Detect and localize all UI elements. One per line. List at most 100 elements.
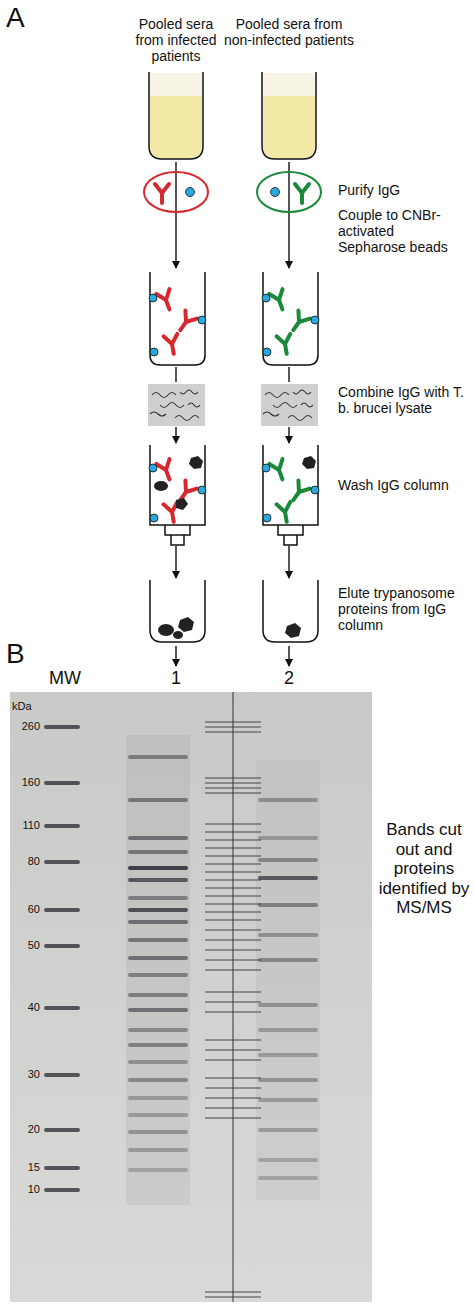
coupled-igg [262,289,319,356]
flow-line [288,367,289,382]
protein-band [128,1028,188,1032]
cut-mark [205,920,261,921]
coupling-tube [263,272,318,365]
protein-band [258,798,318,802]
bead [186,188,195,197]
wash-column [263,445,318,545]
lane-label: 1 [161,668,191,689]
cut-mark [205,793,261,794]
mw-value: 80 [6,855,40,868]
cut-mark [205,1297,261,1298]
flow-arrow [288,646,289,666]
protein-band [128,993,188,997]
cut-mark [205,1040,261,1041]
marker-band [44,1006,80,1010]
mw-value: 110 [6,819,40,832]
mw-value: 40 [6,1001,40,1014]
protein-band [258,1128,318,1132]
protein-band [128,798,188,802]
sample-tube: Pooled sera from infected patients [126,16,226,162]
protein-band [128,938,188,942]
protein-band [258,933,318,937]
cut-mark [205,950,261,951]
mw-value: 50 [6,939,40,952]
protein-band [258,1053,318,1057]
serum [263,96,315,158]
mw-value: 60 [6,903,40,916]
protein-band [128,1043,188,1047]
step-label: Combine IgG with T. b. brucei lysate [338,384,466,416]
marker-band [44,824,80,828]
wash-column [150,445,205,545]
cut-mark [205,940,261,941]
sample-heading: Pooled sera from infected patients [126,16,226,70]
coupled-igg [149,289,206,356]
mw-value: 10 [6,1183,40,1196]
cut-mark [205,732,261,733]
sample-tube: Pooled sera from non-infected patients [224,16,354,162]
lane-label: 2 [274,668,304,689]
protein-band [128,1096,188,1100]
marker-band [44,725,80,729]
bead [271,188,280,197]
protein-band [128,866,188,870]
marker-band [44,860,80,864]
sds-page-gel [10,692,372,1302]
cut-mark [205,1002,261,1003]
flow-arrow [175,546,176,578]
cut-mark [205,788,261,789]
protein-band [258,958,318,962]
protein-band [128,1113,188,1117]
cut-mark [205,888,261,889]
cut-mark [205,840,261,841]
protein-band [258,858,318,862]
eluate-tube [150,580,205,642]
protein-band [258,1098,318,1102]
cut-mark [205,856,261,857]
protein-band [128,1168,188,1172]
protein-band [258,903,318,907]
panel-letter: A [6,2,46,34]
purification-outline [257,172,321,212]
trypanosome-cells [150,390,313,421]
protein-band [128,1148,188,1152]
protein-band [128,908,188,912]
tube-outline [262,72,316,159]
cut-mark [205,864,261,865]
protein-band [128,1078,188,1082]
protein-band [258,1158,318,1162]
protein-band [258,1176,318,1180]
igg-antibody [295,184,309,203]
tube-cap-space [150,73,202,96]
protein-band [258,876,318,880]
bound-protein [176,498,188,510]
flow-arrow [288,162,289,268]
eluate-tube [263,580,318,642]
tube-cap-space [263,73,315,96]
protein-band [258,1003,318,1007]
cut-mark [205,727,261,728]
serum-tube [260,70,318,162]
mw-value: 30 [6,1068,40,1081]
protein-band [128,836,188,840]
eluted-protein [178,617,194,632]
flow-arrow [288,546,289,578]
tube-outline [149,72,203,159]
mw-value: 160 [6,776,40,789]
panel-letter: B [6,638,46,670]
protein-band [128,878,188,882]
marker-band [44,1166,80,1170]
marker-band [44,908,80,912]
marker-band [44,1073,80,1077]
cut-mark [205,722,261,723]
cut-mark [205,912,261,913]
mw-value: 15 [6,1161,40,1174]
gel-lane [256,760,320,1200]
flow-arrow [175,162,176,268]
cut-mark [205,1118,261,1119]
eluted-protein [173,631,183,639]
protein-band [128,850,188,854]
eluted-protein [158,624,174,636]
